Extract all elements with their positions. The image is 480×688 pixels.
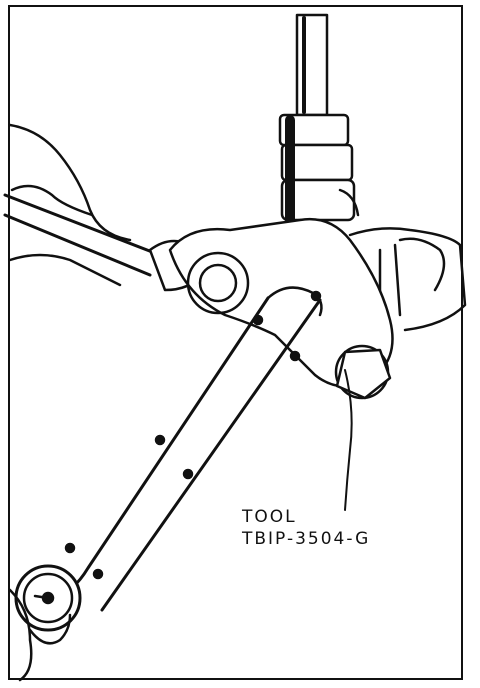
adapter-plate xyxy=(168,217,394,400)
steering-shaft xyxy=(278,13,360,225)
tool-leader-line xyxy=(344,369,353,511)
tool-label-line2: TBIP-3504-G xyxy=(242,529,371,549)
dial-gauge xyxy=(14,564,82,632)
tool-label-line1: TOOL xyxy=(242,507,297,527)
left-hand-lower xyxy=(8,588,72,682)
left-hand-upper xyxy=(8,123,132,287)
figure-border xyxy=(8,5,463,680)
